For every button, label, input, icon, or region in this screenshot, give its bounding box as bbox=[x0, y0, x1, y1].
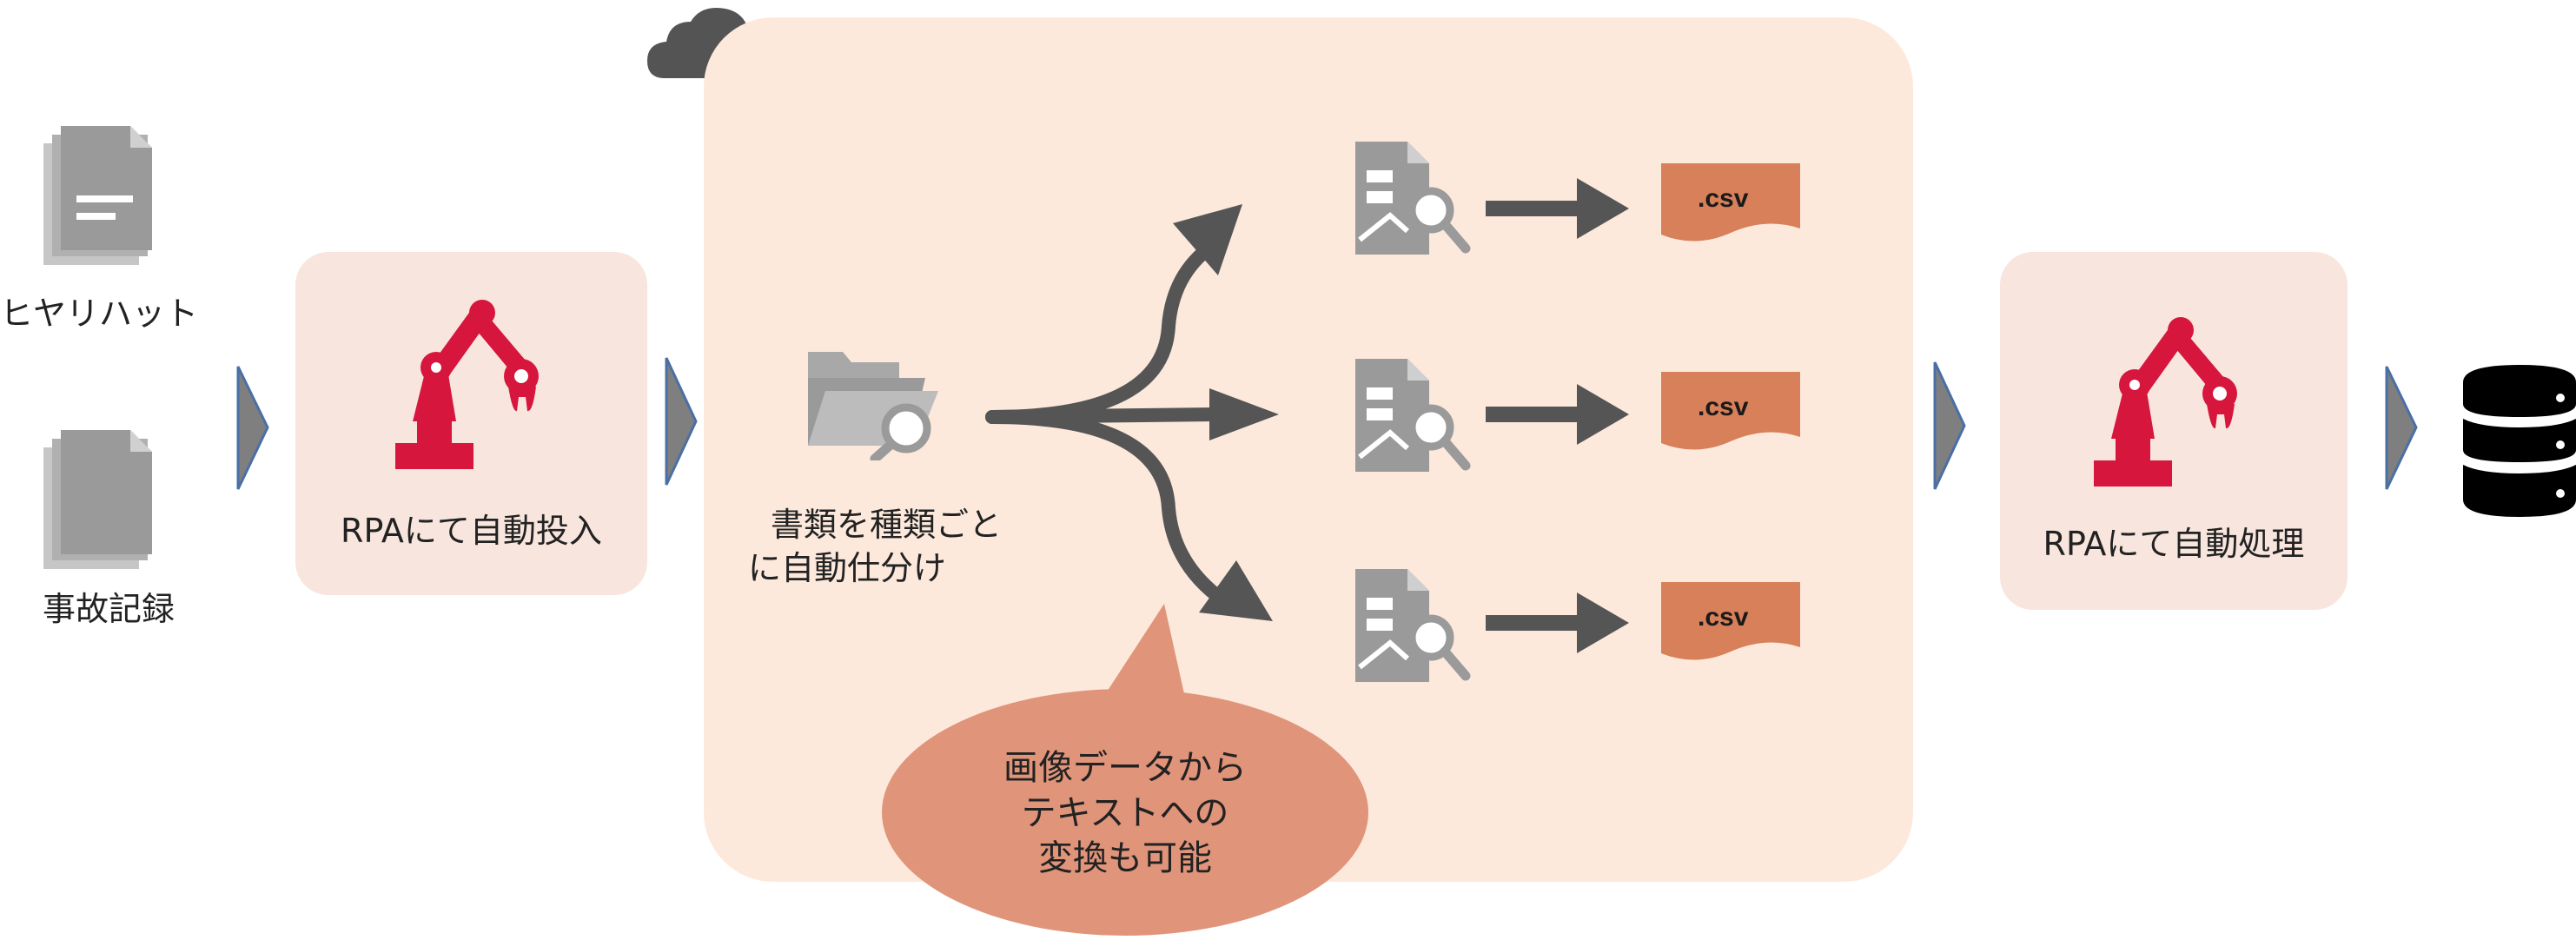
callout-bubble bbox=[882, 604, 1368, 936]
csv-file-icon: .csv bbox=[1661, 163, 1800, 242]
chevron-right-icon bbox=[2385, 366, 2418, 490]
arrowhead-middle bbox=[1209, 388, 1279, 440]
document-search-icon bbox=[1355, 142, 1471, 255]
callout-line3: 変換も可能 bbox=[1038, 838, 1212, 878]
sorting-label-line2: に自動仕分け bbox=[747, 549, 946, 587]
arrow-right-icon bbox=[1486, 384, 1629, 445]
arrowhead-up bbox=[1173, 204, 1242, 275]
document-stack-icon bbox=[43, 126, 152, 265]
rpa-process-panel bbox=[2000, 252, 2348, 610]
robot-arm-icon bbox=[395, 300, 539, 469]
doc2-label: 事故記録 bbox=[42, 590, 175, 628]
arrow-right-icon bbox=[1486, 178, 1629, 239]
robot-arm-icon bbox=[2094, 317, 2237, 487]
csv-label: .csv bbox=[1698, 603, 1749, 632]
arrowhead-down bbox=[1199, 560, 1273, 621]
database-icon bbox=[2463, 365, 2576, 517]
branch-arrows bbox=[985, 204, 1279, 621]
csv-file-icon: .csv bbox=[1661, 582, 1800, 660]
callout-line1: 画像データから bbox=[1003, 748, 1247, 788]
branch-arrow-down bbox=[985, 410, 1223, 602]
rpa-input-label: RPAにて自動投入 bbox=[341, 512, 602, 550]
branch-arrow-up bbox=[985, 239, 1219, 424]
csv-file-icon: .csv bbox=[1661, 372, 1800, 450]
document-search-icon bbox=[1355, 569, 1471, 682]
chevron-right-icon bbox=[665, 357, 698, 486]
folder-search-icon bbox=[808, 352, 938, 460]
chevron-right-icon bbox=[1933, 361, 1966, 490]
csv-label: .csv bbox=[1698, 184, 1749, 213]
rpa-process-label: RPAにて自動処理 bbox=[2043, 525, 2305, 563]
chevron-right-icon bbox=[236, 366, 269, 490]
doc1-label: ヒヤリハット bbox=[0, 295, 199, 333]
document-search-icon bbox=[1355, 359, 1471, 472]
callout-line2: テキストへの bbox=[1021, 793, 1229, 833]
arrow-right-icon bbox=[1486, 592, 1629, 653]
document-stack-icon bbox=[43, 430, 152, 569]
sorting-label-line1: 書類を種類ごと bbox=[770, 506, 1002, 544]
csv-label: .csv bbox=[1698, 393, 1749, 421]
